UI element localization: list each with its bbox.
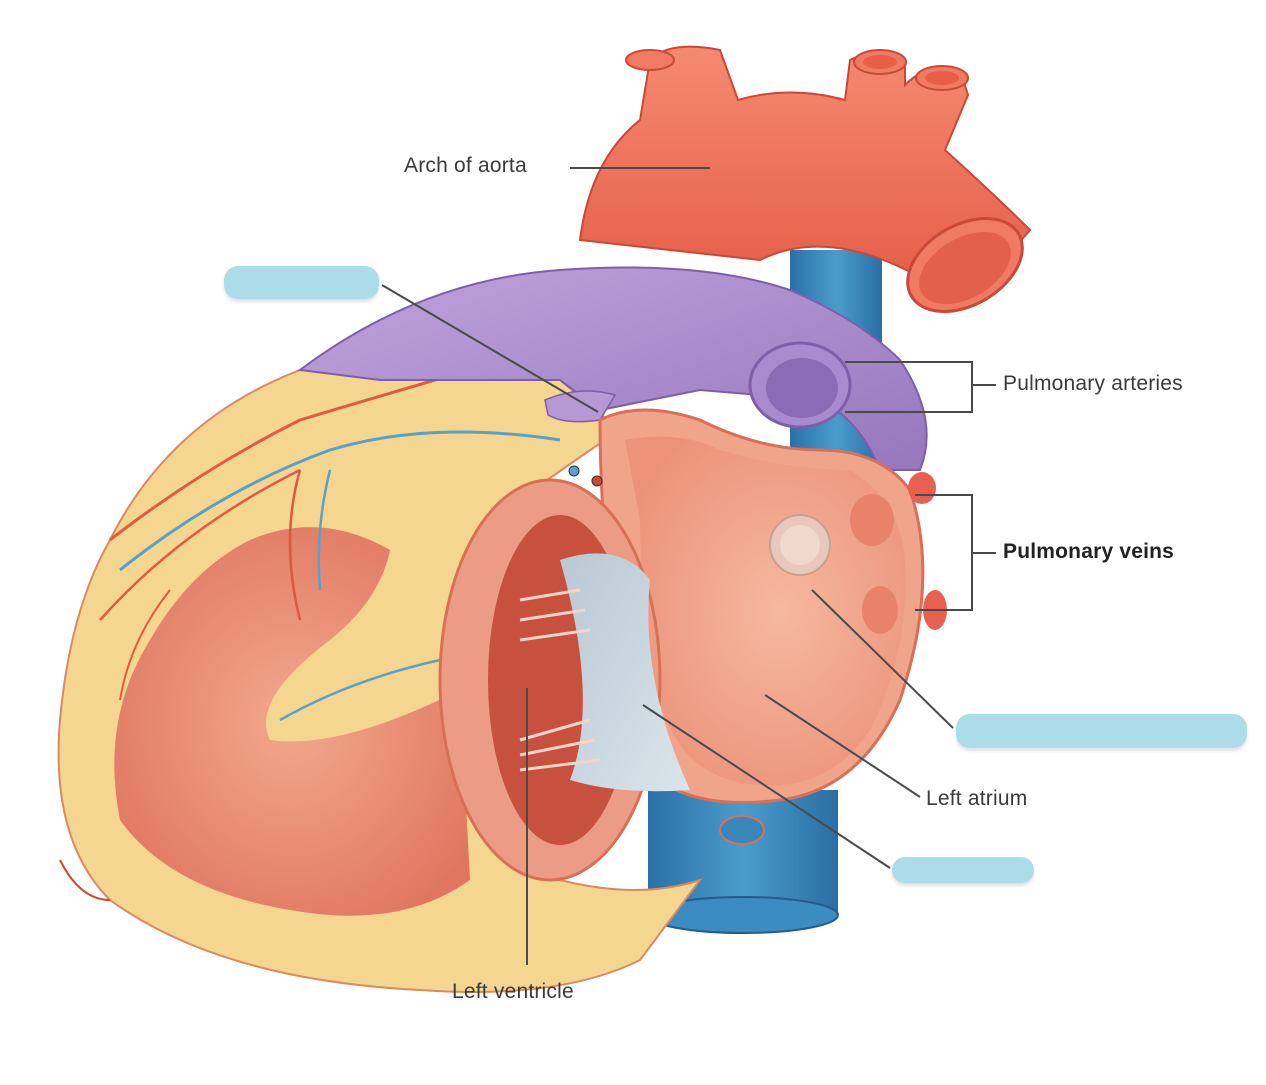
leader-blank-3 — [642, 704, 891, 869]
pulmonary-trunk — [297, 266, 928, 471]
blank-label-box-2[interactable] — [956, 714, 1247, 748]
leader-lines — [381, 167, 996, 965]
leader-blank-1 — [381, 284, 599, 413]
leader-left-atrium — [764, 694, 921, 798]
aorta — [578, 45, 1032, 313]
left-ventricle — [438, 465, 765, 882]
label-pulmonary-veins: Pulmonary veins — [1003, 540, 1175, 563]
blank-label-box-3[interactable] — [892, 857, 1034, 883]
label-pulmonary-arteries: Pulmonary arteries — [1003, 372, 1183, 395]
label-left-ventricle: Left ventricle — [452, 980, 574, 1003]
bracket-pulmonary-arteries — [845, 361, 973, 413]
label-arch-of-aorta: Arch of aorta — [404, 154, 527, 177]
left-atrium — [598, 408, 947, 804]
label-left-atrium: Left atrium — [926, 787, 1028, 810]
leader-blank-2 — [811, 589, 954, 729]
blank-label-box-1[interactable] — [224, 266, 379, 299]
